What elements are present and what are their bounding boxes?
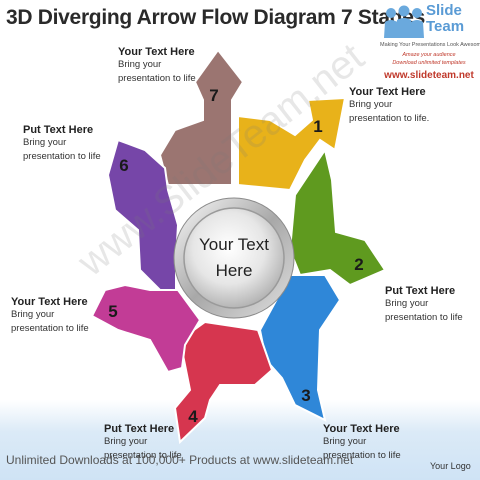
logo-tagline: Making Your Presentations Look Awesome [380, 42, 480, 48]
slideteam-logo: Slide Team Making Your Presentations Loo… [380, 2, 480, 84]
stage-3-heading: Your Text Here [323, 423, 400, 435]
stage-1-arrow [237, 96, 347, 192]
logo-url: www.slideteam.net [384, 70, 474, 81]
center-hub [183, 207, 285, 309]
stage-7-body-line2: presentation to life [118, 73, 196, 84]
stage-4-body-line1: Bring your [104, 436, 148, 447]
stage-2-heading: Put Text Here [385, 285, 456, 297]
stage-4-label: Put Text Here Bring your presentation to… [104, 423, 182, 463]
stage-5-number: 5 [108, 302, 117, 321]
stage-2-body-line1: Bring your [385, 298, 429, 309]
stage-4-number: 4 [188, 407, 198, 426]
stage-2-number: 2 [354, 255, 363, 274]
your-logo-placeholder: Your Logo [430, 461, 471, 471]
stage-6-number: 6 [119, 156, 128, 175]
stage-5-label: Your Text Here Bring your presentation t… [11, 296, 89, 336]
footer-promo-text: Unlimited Downloads at 100,000+ Products… [6, 453, 354, 467]
stage-4-body-line2: presentation to life [104, 450, 182, 461]
stage-2-label: Put Text Here Bring your presentation to… [385, 285, 463, 325]
stage-5-heading: Your Text Here [11, 296, 88, 308]
people-icon [384, 5, 424, 38]
stage-6-heading: Put Text Here [23, 124, 94, 136]
stage-2-body-line2: presentation to life [385, 312, 463, 323]
bottom-band [0, 400, 480, 480]
logo-promo-line2: Download unlimited templates [392, 60, 466, 66]
stage-7-body-line1: Bring your [118, 59, 162, 70]
stage-3-number: 3 [301, 386, 310, 405]
stage-1-heading: Your Text Here [349, 86, 426, 98]
stage-1-label: Your Text Here Bring your presentation t… [349, 86, 429, 126]
stage-3-body-line2: presentation to life [323, 450, 401, 461]
center-text-line2: Here [216, 261, 253, 280]
stage-7-heading: Your Text Here [118, 46, 195, 58]
stage-1-number: 1 [313, 117, 322, 136]
stage-4-heading: Put Text Here [104, 423, 175, 435]
center-text-line1: Your Text [199, 235, 269, 254]
stage-1-body-line1: Bring your [349, 99, 393, 110]
stage-3-label: Your Text Here Bring your presentation t… [323, 423, 401, 463]
stage-6-body-line1: Bring your [23, 137, 67, 148]
stage-5-arrow [90, 283, 202, 374]
stage-6-body-line2: presentation to life [23, 151, 101, 162]
logo-promo-line1: Amaze your audience [402, 52, 456, 58]
stage-5-body-line2: presentation to life [11, 323, 89, 334]
logo-brand-line1: Slide [426, 2, 462, 19]
stage-1-body-line2: presentation to life. [349, 113, 430, 124]
logo-brand-line2: Team [426, 18, 465, 35]
stage-7-label: Your Text Here Bring your presentation t… [118, 46, 196, 86]
stage-5-body-line1: Bring your [11, 309, 55, 320]
stage-6-label: Put Text Here Bring your presentation to… [23, 124, 101, 164]
page-title: 3D Diverging Arrow Flow Diagram 7 Stages [6, 6, 425, 29]
stage-7-number: 7 [209, 86, 218, 105]
stage-3-body-line1: Bring your [323, 436, 367, 447]
stage-2-arrow [288, 147, 387, 287]
